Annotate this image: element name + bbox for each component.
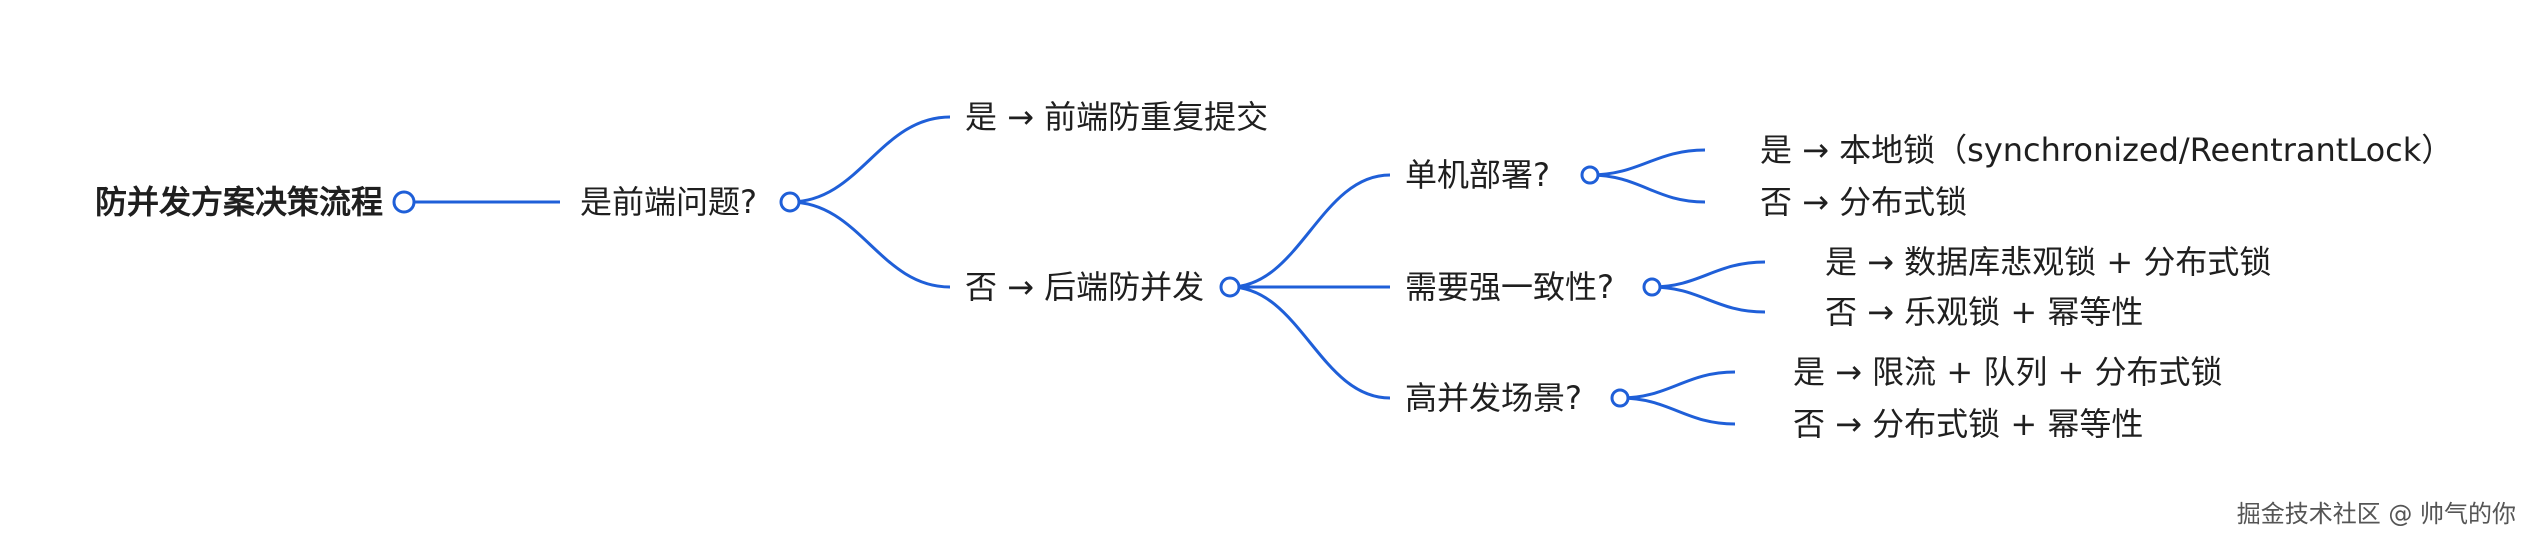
strong-connector [1642,277,1662,297]
edge-single-no [1589,173,1706,204]
node-q-frontend: 是前端问题? [580,183,757,221]
edge-strong-no [1651,285,1766,314]
backend-connector [1219,276,1241,298]
node-backend: 否 → 后端防并发 [965,268,1205,306]
single-connector [1580,165,1600,185]
high-connector [1610,388,1630,408]
node-strong-consistency: 需要强一致性? [1405,268,1614,306]
node-single-yes: 是 → 本地锁（synchronized/ReentrantLock） [1760,131,2454,169]
node-high-concurrency: 高并发场景? [1405,379,1582,417]
edge-backend-high [1229,285,1391,400]
root-node: 防并发方案决策流程 [95,183,384,221]
root-connector [392,190,416,214]
edge-q-frontend-backend [789,200,951,289]
watermark: 掘金技术社区 @ 帅气的你 [2236,500,2516,528]
q-frontend-connector [779,191,801,213]
node-strong-yes: 是 → 数据库悲观锁 + 分布式锁 [1825,243,2272,281]
edge-high-yes [1619,370,1736,400]
node-high-yes: 是 → 限流 + 队列 + 分布式锁 [1793,353,2223,391]
node-frontend-yes: 是 → 前端防重复提交 [965,98,1269,136]
edge-single-yes [1589,148,1706,177]
node-high-no: 否 → 分布式锁 + 幂等性 [1793,405,2144,443]
edge-q-frontend-yes [789,115,951,204]
node-strong-no: 否 → 乐观锁 + 幂等性 [1825,293,2144,331]
edge-strong-yes [1651,260,1766,289]
edge-backend-single [1229,173,1391,289]
node-single-no: 否 → 分布式锁 [1760,183,1968,221]
edge-high-no [1619,396,1736,426]
node-single-machine: 单机部署? [1405,156,1550,194]
